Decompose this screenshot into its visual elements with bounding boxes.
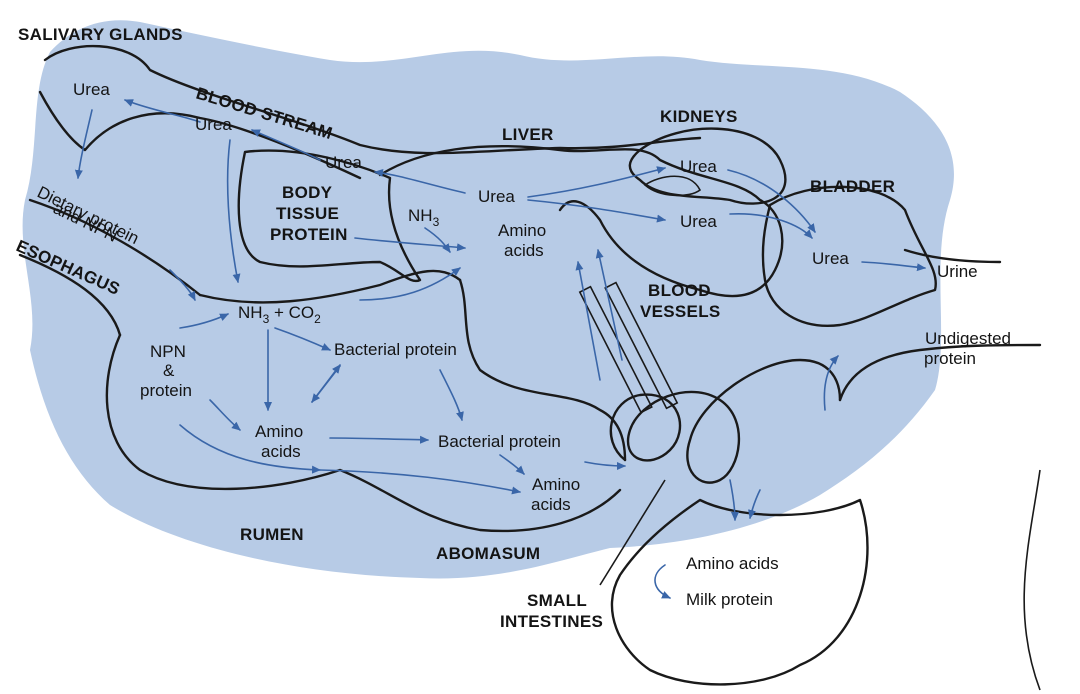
- region-abomasum: ABOMASUM: [436, 544, 540, 563]
- label-milk-protein: Milk protein: [686, 590, 773, 609]
- abomasum-outline: [458, 278, 627, 462]
- label-urea-salivary: Urea: [73, 80, 110, 99]
- region-small-intestines-line2: INTESTINES: [500, 612, 603, 631]
- label-urine: Urine: [937, 262, 978, 281]
- label-undigested-line2: protein: [924, 349, 976, 368]
- kidney-inner: [643, 175, 702, 197]
- urethra: [903, 248, 1002, 264]
- body-background: [22, 20, 954, 579]
- label-urea-kidney-2: Urea: [680, 212, 717, 231]
- label-amino-udder: Amino acids: [686, 554, 779, 573]
- label-npn-line1: NPN: [150, 342, 186, 361]
- label-amino-rumen-line1: Amino: [255, 422, 303, 441]
- label-nh3-co2: NH3 + CO2: [238, 303, 321, 326]
- label-bacterial-protein-abomasum: Bacterial protein: [438, 432, 561, 451]
- label-amino-liver-line2: acids: [504, 241, 544, 260]
- liver-outline: [378, 145, 784, 298]
- label-urea-blood-1: Urea: [195, 115, 232, 134]
- small-intestines-pointer: [599, 479, 666, 586]
- portal-vessel-2: [604, 281, 679, 410]
- region-liver: LIVER: [502, 125, 554, 144]
- region-blood-vessels-line2: VESSELS: [640, 302, 721, 321]
- label-bacterial-protein-rumen: Bacterial protein: [334, 340, 457, 359]
- blood-stream-lower-wall: [38, 90, 362, 180]
- region-rumen: RUMEN: [240, 525, 304, 544]
- label-undigested-line1: Undigested: [925, 329, 1011, 348]
- label-urea-liver: Urea: [478, 187, 515, 206]
- region-bladder: BLADDER: [810, 177, 895, 196]
- small-intestine-coil: [609, 358, 842, 484]
- kidney-outline: [628, 127, 787, 205]
- label-amino-rumen-line2: acids: [261, 442, 301, 461]
- label-npn-line2: &: [163, 361, 175, 380]
- label-amino-abomasum-line2: acids: [531, 495, 571, 514]
- label-npn-line3: protein: [140, 381, 192, 400]
- blood-stream-upper-wall: [43, 44, 702, 155]
- region-salivary-glands: SALIVARY GLANDS: [18, 25, 183, 44]
- bladder-outline: [761, 185, 937, 327]
- large-intestine-loop: [838, 343, 1042, 402]
- body-tissue-outline: [237, 149, 422, 283]
- portal-vessel-1: [578, 285, 653, 414]
- label-urea-bladder: Urea: [812, 249, 849, 268]
- flow-arrows: [74, 99, 926, 599]
- esophagus-wall-2: [18, 253, 122, 337]
- region-body-tissue-line3: PROTEIN: [270, 225, 348, 244]
- region-body-tissue-line1: BODY: [282, 183, 333, 202]
- region-blood-vessels-line1: BLOOD: [648, 281, 711, 300]
- label-urea-kidney-1: Urea: [680, 157, 717, 176]
- region-small-intestines-line1: SMALL: [527, 591, 587, 610]
- region-body-tissue-line2: TISSUE: [276, 204, 339, 223]
- label-amino-abomasum-line1: Amino: [532, 475, 580, 494]
- cow-leg-outline: [1023, 469, 1041, 691]
- label-nh3-liver: NH3: [408, 206, 440, 229]
- rumen-inner: [198, 269, 462, 304]
- udder-outline: [610, 498, 869, 686]
- label-amino-liver-line1: Amino: [498, 221, 546, 240]
- label-urea-blood-2: Urea: [325, 153, 362, 172]
- region-kidneys: KIDNEYS: [660, 107, 738, 126]
